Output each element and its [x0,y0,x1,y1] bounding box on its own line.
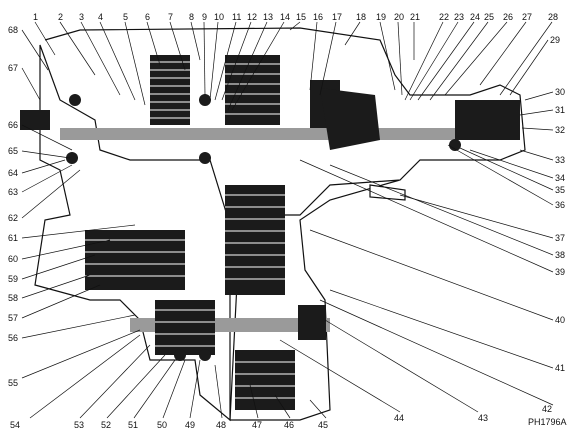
callout-24: 24 [470,12,480,22]
callout-63: 63 [8,187,18,197]
callout-31: 31 [555,105,565,115]
gear-teeth-middle [225,194,285,280]
callout-25: 25 [484,12,494,22]
callout-39: 39 [555,267,565,277]
callout-58: 58 [8,293,18,303]
bearing-3 [199,152,211,164]
callout-33: 33 [555,155,565,165]
callout-23: 23 [454,12,464,22]
top-gear-a [150,55,190,125]
callout-2: 2 [58,12,63,22]
gear-teeth-left [85,239,185,277]
figure-caption: PH1796A [528,417,567,427]
callout-67: 67 [8,63,18,73]
main-shaft [60,128,510,140]
callout-29: 29 [550,35,560,45]
callout-22: 22 [439,12,449,22]
callout-8: 8 [189,12,194,22]
callout-9: 9 [202,12,207,22]
callout-5: 5 [123,12,128,22]
callout-10: 10 [214,12,224,22]
callout-19: 19 [376,12,386,22]
callout-47: 47 [252,420,262,430]
callout-49: 49 [185,420,195,430]
callout-30: 30 [555,87,565,97]
bearing-6 [199,349,211,361]
callout-54: 54 [10,420,20,430]
input-spline [20,110,50,130]
callout-3: 3 [79,12,84,22]
callout-26: 26 [503,12,513,22]
callout-15: 15 [296,12,306,22]
callout-50: 50 [157,420,167,430]
callout-37: 37 [555,233,565,243]
callout-20: 20 [394,12,404,22]
callout-61: 61 [8,233,18,243]
middle-gear-stack [225,185,285,295]
callout-60: 60 [8,254,18,264]
callout-6: 6 [145,12,150,22]
callout-13: 13 [263,12,273,22]
lower-gear [155,300,215,355]
callout-35: 35 [555,185,565,195]
callout-44: 44 [394,413,404,423]
callout-7: 7 [168,12,173,22]
callout-48: 48 [216,420,226,430]
callout-66: 66 [8,120,18,130]
callout-52: 52 [101,420,111,430]
callout-28: 28 [548,12,558,22]
callout-34: 34 [555,173,565,183]
callout-36: 36 [555,200,565,210]
callout-59: 59 [8,274,18,284]
callout-42: 42 [542,404,552,414]
callout-57: 57 [8,313,18,323]
callout-64: 64 [8,168,18,178]
bevel-gear [320,88,380,150]
callout-1: 1 [33,12,38,22]
callout-18: 18 [356,12,366,22]
callout-labels: 1 2 3 4 5 6 7 8 9 10 11 12 13 14 15 16 1… [8,12,567,430]
bearing-5 [66,152,78,164]
callout-17: 17 [332,12,342,22]
callout-21: 21 [410,12,420,22]
callout-14: 14 [280,12,290,22]
callout-12: 12 [247,12,257,22]
callout-46: 46 [284,420,294,430]
callout-68: 68 [8,25,18,35]
callout-62: 62 [8,213,18,223]
callout-32: 32 [555,125,565,135]
gear-teeth-top [150,61,280,119]
bottom-gear [235,350,295,410]
callout-38: 38 [555,250,565,260]
callout-41: 41 [555,363,565,373]
callout-4: 4 [98,12,103,22]
bearing-4 [449,139,461,151]
callout-45: 45 [318,420,328,430]
bolt [369,184,406,201]
callout-53: 53 [74,420,84,430]
callout-51: 51 [128,420,138,430]
callout-16: 16 [313,12,323,22]
leader-lines [21,21,554,419]
gearbox-illustration [20,27,526,422]
callout-11: 11 [232,12,241,22]
callout-65: 65 [8,146,18,156]
callout-43: 43 [478,413,488,423]
callout-27: 27 [522,12,532,22]
callout-40: 40 [555,315,565,325]
callout-56: 56 [8,333,18,343]
end-cap [298,305,326,340]
bearing-1 [69,94,81,106]
bearing-7 [174,349,186,361]
output-flange [455,100,520,140]
left-gear [85,230,185,290]
gear-teeth-bottom [155,309,295,399]
callout-55: 55 [8,378,18,388]
bearing-2 [199,94,211,106]
